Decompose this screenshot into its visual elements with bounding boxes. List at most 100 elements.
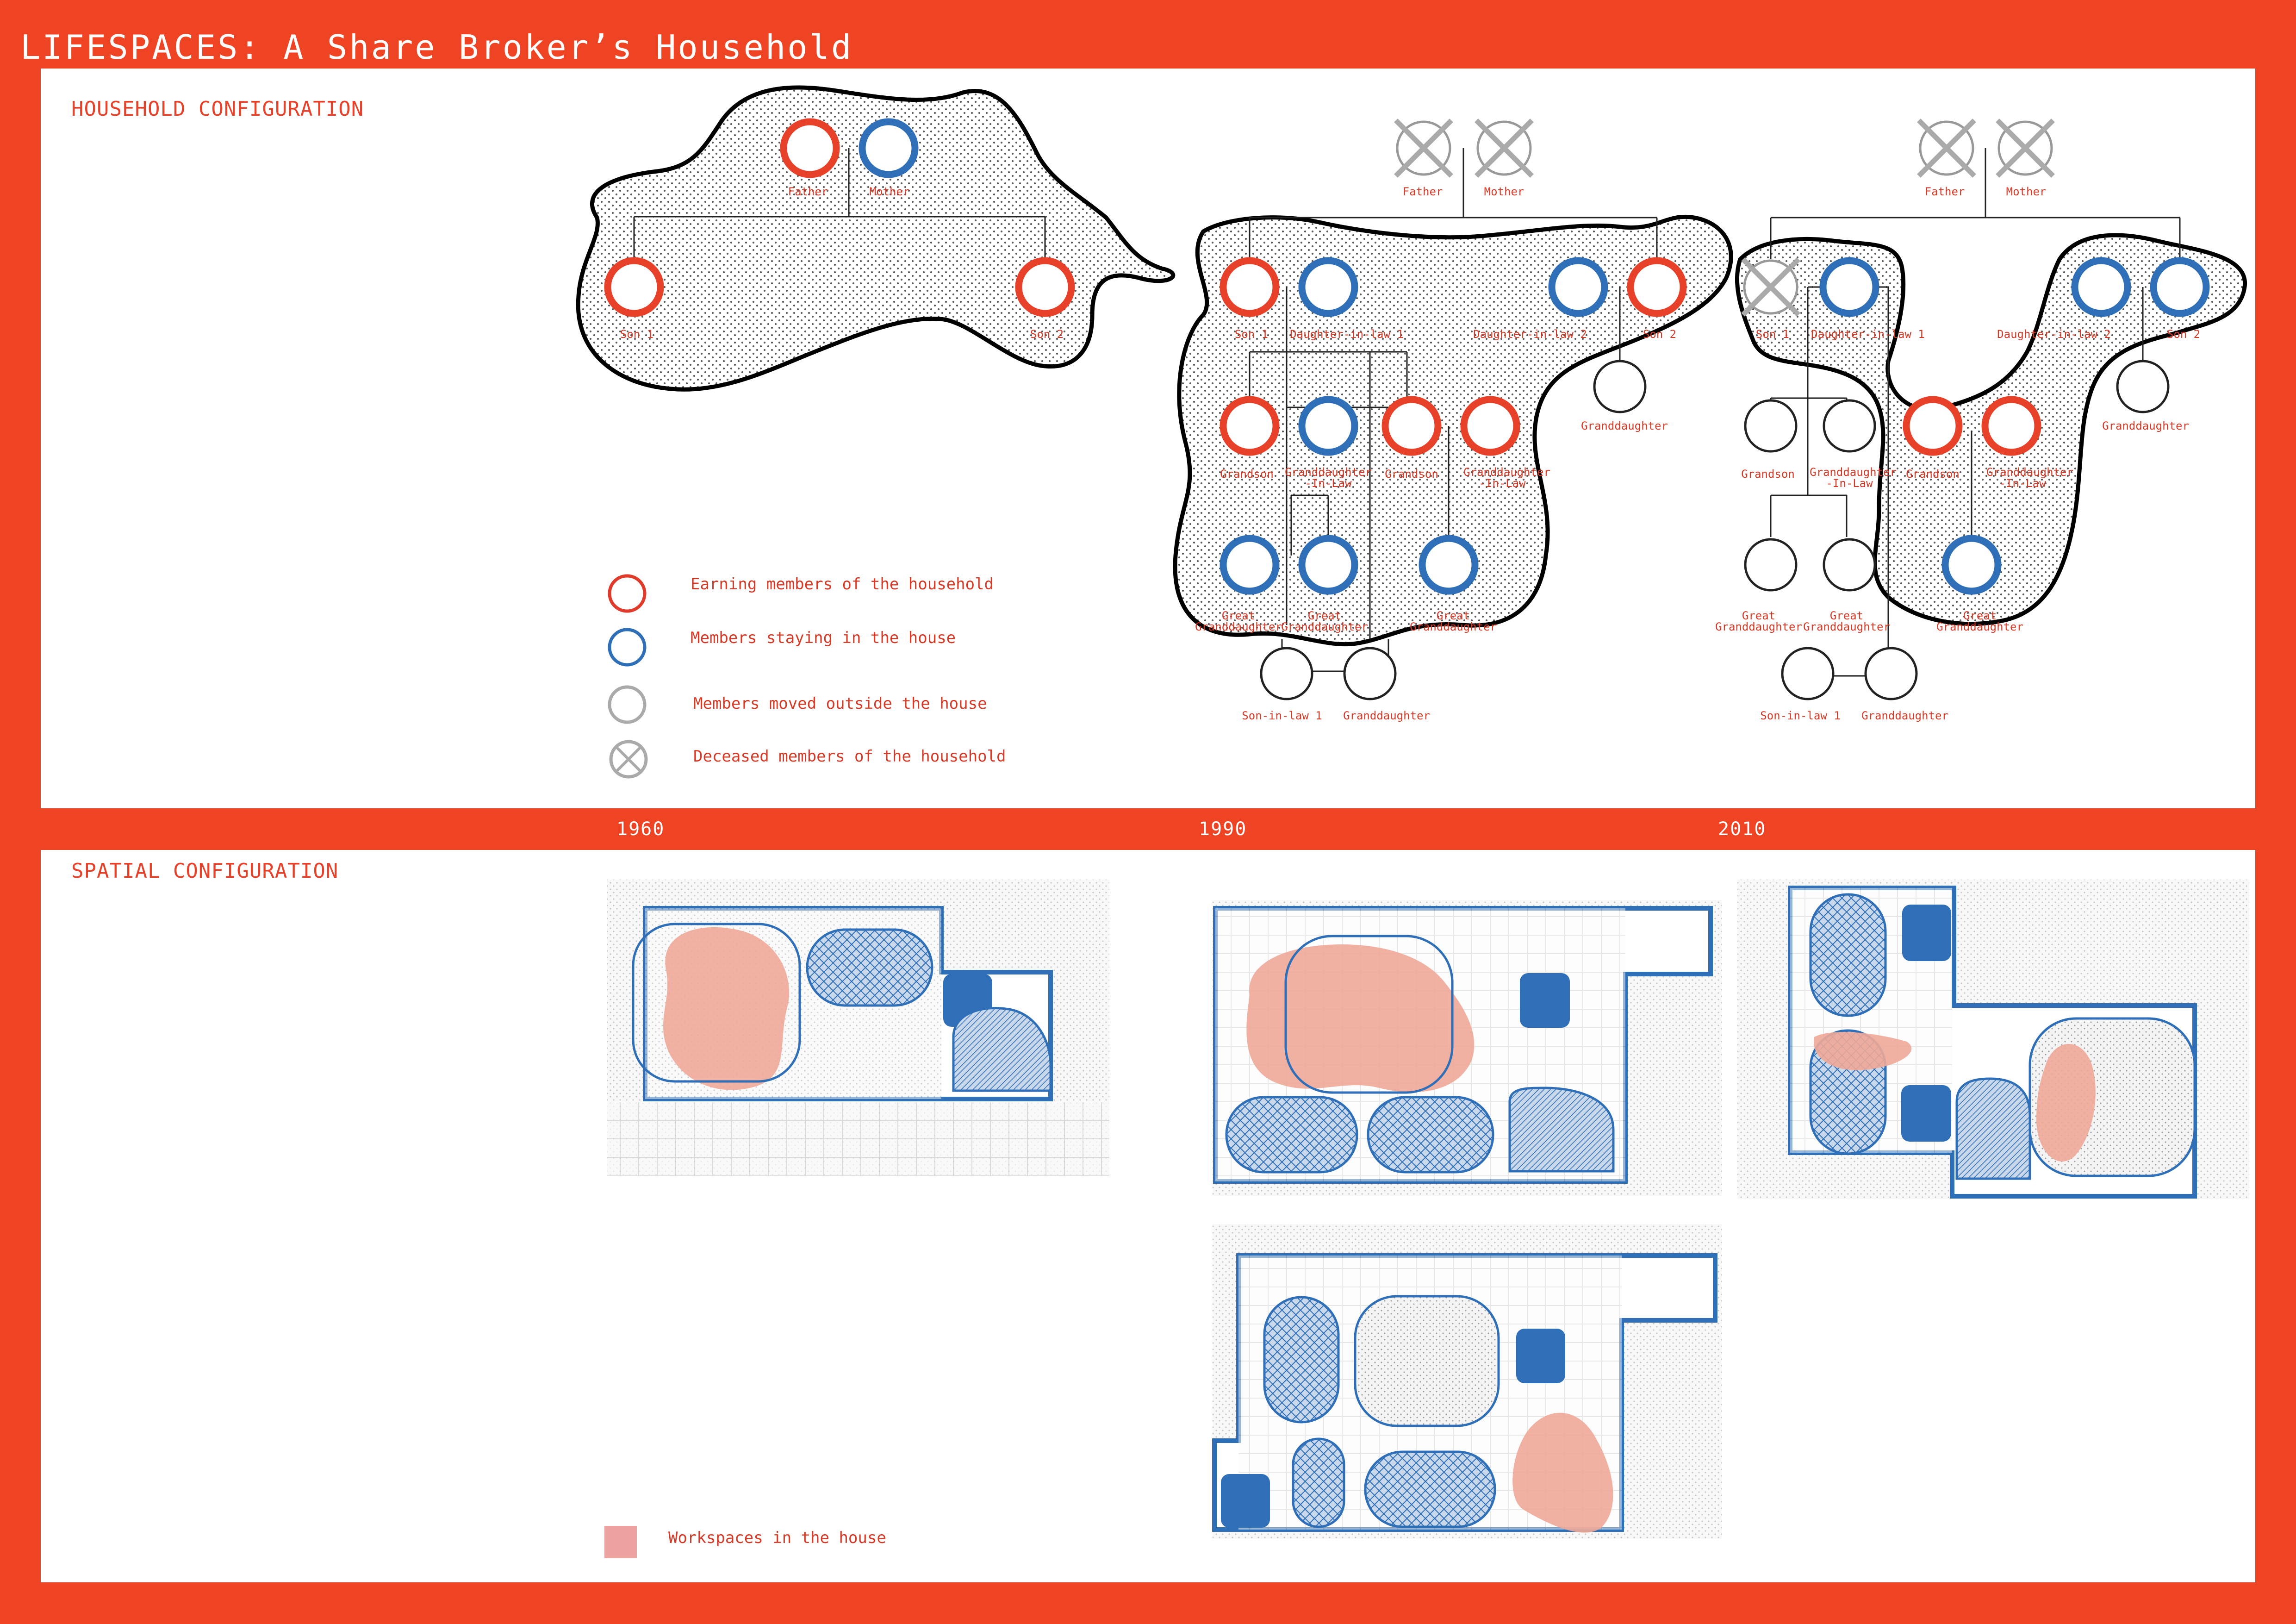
label-2010-dil2: Daughter-in-law 2 (1997, 328, 2111, 341)
node-2010-dil1 (1819, 257, 1879, 317)
node-1960-son1 (604, 257, 664, 317)
label-1990-grandson2: Grandson (1385, 468, 1438, 481)
label-1990-gdil1-a: Granddaughter (1285, 466, 1372, 479)
node-2010-granddaughter-out (2116, 360, 2170, 413)
node-2010-gdil (1981, 396, 2041, 456)
label-2010-grandson-out: Grandson (1741, 468, 1795, 481)
poster-title: LIFESPACES: A Share Broker’s Household (20, 28, 853, 67)
household-1990-blob (1173, 214, 1733, 647)
legend-workspace-label: Workspaces in the house (668, 1529, 886, 1547)
node-1990-gdil1 (1298, 396, 1358, 456)
label-1990-gdil2-b: -In-Law (1479, 477, 1526, 490)
label-2010-great2-b: Granddaughter (1803, 620, 1890, 633)
node-2010-great2 (1823, 538, 1876, 592)
year-1960: 1960 (616, 818, 665, 840)
family-nodes (604, 118, 2210, 700)
label-1990-father: Father (1403, 185, 1443, 198)
label-2010-granddaughter-out: Granddaughter (2102, 419, 2189, 432)
node-1990-granddaughter2 (1343, 647, 1397, 700)
node-1990-great2 (1298, 535, 1358, 595)
deceased-x-1990-father (1394, 119, 1453, 178)
plan-2010 (1737, 880, 2249, 1199)
label-1990-son1: Son 1 (1235, 328, 1268, 341)
plan-1960 (607, 880, 1109, 1176)
label-2010-gdil-b: -In-Law (1999, 477, 2046, 490)
legend-earning-mark (608, 574, 647, 613)
label-2010-gdil-a: Granddaughter (1986, 466, 2073, 479)
label-1990-son2: Son 2 (1643, 328, 1676, 341)
node-1960-son2 (1015, 257, 1075, 317)
node-1990-grandson1 (1220, 396, 1280, 456)
label-2010-gdil-out-b: -In-Law (1826, 477, 1873, 490)
deceased-x-1990-mother (1475, 119, 1534, 178)
label-2010-son2: Son 2 (2167, 328, 2200, 341)
label-1960-mother: Mother (870, 185, 910, 198)
node-2010-granddaughter2 (1864, 647, 1918, 700)
legend-moved-mark (608, 685, 647, 724)
workspace-1990-top (1246, 944, 1475, 1093)
label-1990-dil1: Daughter-in-law 1 (1290, 328, 1404, 341)
node-1960-father (780, 118, 840, 178)
label-2010-great2-a: Great (1830, 609, 1863, 622)
deceased-x-2010-son1 (1741, 257, 1800, 317)
legend-marks (604, 574, 648, 1558)
household-heading: HOUSEHOLD CONFIGURATION (71, 97, 364, 121)
label-2010-gdil-out-a: Granddaughter (1810, 466, 1897, 479)
legend-deceased-mark (609, 740, 648, 779)
node-1990-gdil2 (1460, 396, 1520, 456)
workspace-2010-a (1813, 1032, 1912, 1070)
legend-staying-mark (608, 628, 647, 667)
label-1990-grandson1: Grandson (1220, 468, 1274, 481)
label-1990-great2-b: Granddaughter (1281, 620, 1368, 633)
label-2010-great1-a: Great (1742, 609, 1775, 622)
node-1990-great1 (1220, 535, 1280, 595)
label-1990-granddaughter2: Granddaughter (1343, 709, 1430, 722)
household-1960-blob (576, 85, 1176, 392)
label-1960-son1: Son 1 (620, 328, 653, 341)
workspace-1960 (663, 927, 790, 1090)
label-2010-soninlaw: Son-in-law 1 (1760, 709, 1840, 722)
label-2010-granddaughter2: Granddaughter (1861, 709, 1948, 722)
deceased-x-2010-father (1917, 119, 1976, 178)
node-2010-gdil-out (1823, 399, 1876, 453)
node-1990-grandson2 (1381, 396, 1442, 456)
workspace-1990-bottom (1512, 1412, 1613, 1533)
label-1960-father: Father (788, 185, 828, 198)
plan-1990-bottom (1212, 1224, 1722, 1539)
family-labels: Father Mother Son 1 Son 2 Father Mother … (620, 185, 2200, 722)
label-2010-son1: Son 1 (1756, 328, 1789, 341)
node-1990-dil2 (1548, 257, 1608, 317)
node-1990-son2 (1627, 257, 1687, 317)
node-1990-granddaughter-out (1593, 360, 1647, 413)
legend-workspace-mark (604, 1526, 637, 1558)
label-2010-mother: Mother (2006, 185, 2047, 198)
node-2010-grandson (1903, 396, 1963, 456)
legend-deceased-label: Deceased members of the household (693, 747, 1006, 766)
label-1990-great2-a: Great (1308, 609, 1341, 622)
label-1990-gdil2-a: Granddaughter (1463, 466, 1550, 479)
label-2010-great3-b: Granddaughter (1936, 620, 2023, 633)
legend-earning-label: Earning members of the household (691, 575, 994, 593)
node-2010-dil2 (2071, 257, 2131, 317)
node-2010-great1 (1744, 538, 1798, 592)
label-2010-father: Father (1925, 185, 1965, 198)
node-1960-mother (859, 118, 919, 178)
spatial-heading: SPATIAL CONFIGURATION (71, 859, 339, 883)
label-1990-soninlaw: Son-in-law 1 (1242, 709, 1322, 722)
label-2010-great1-b: Granddaughter (1715, 620, 1802, 633)
legend-moved-label: Members moved outside the house (693, 694, 987, 713)
year-1990: 1990 (1199, 818, 1247, 840)
label-1990-great3-a: Great (1437, 609, 1470, 622)
node-1990-son1 (1220, 257, 1280, 317)
workspace-2010-b (2036, 1044, 2096, 1162)
label-1990-mother: Mother (1484, 185, 1524, 198)
year-2010: 2010 (1718, 818, 1767, 840)
label-1990-dil2: Daughter-in-law 2 (1473, 328, 1587, 341)
node-2010-great3 (1941, 535, 2002, 595)
label-1960-son2: Son 2 (1030, 328, 1064, 341)
plan-1990-top (1213, 900, 1722, 1196)
label-2010-dil1: Daughter-in-law 1 (1811, 328, 1925, 341)
node-2010-grandson-out (1744, 399, 1798, 453)
